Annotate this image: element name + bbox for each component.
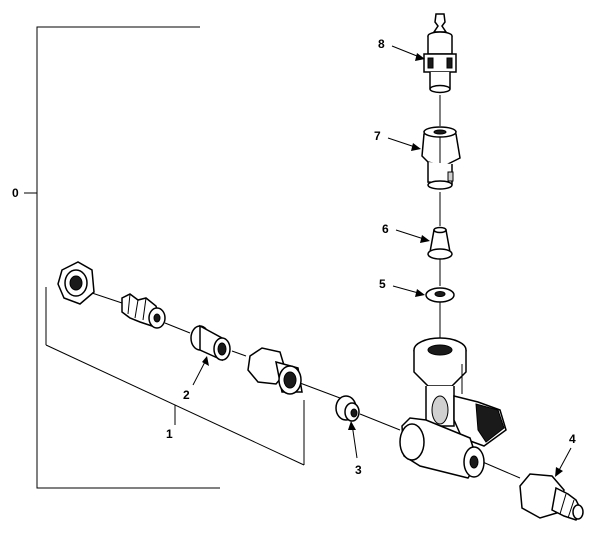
item-1-bracket — [45, 287, 305, 466]
sleeve-insert — [190, 324, 231, 362]
callout-2: 2 — [183, 388, 190, 402]
barbed-nipple — [121, 293, 166, 329]
coupling-body — [247, 347, 303, 395]
callout-4: 4 — [569, 432, 576, 446]
arrow-3 — [348, 421, 358, 459]
arrow-6 — [395, 229, 430, 243]
washer — [425, 287, 455, 303]
arrow-5 — [392, 285, 425, 297]
tee-valve-body — [399, 337, 507, 479]
center-line-horizontal — [91, 292, 521, 479]
tapered-insert — [427, 226, 453, 260]
callout-6: 6 — [382, 222, 389, 236]
hex-nut-left — [57, 261, 95, 305]
assembly-bracket — [24, 26, 220, 489]
ferrule-fitting — [335, 395, 360, 422]
arrow-2 — [192, 356, 209, 386]
callout-7: 7 — [374, 129, 381, 143]
hex-adapter — [421, 126, 461, 190]
arrow-7 — [387, 137, 421, 151]
callout-8: 8 — [378, 37, 385, 51]
callout-3: 3 — [355, 463, 362, 477]
arrow-4 — [555, 447, 572, 477]
hose-barb-connector — [519, 473, 584, 521]
quick-connect-fitting — [423, 13, 457, 94]
callout-1: 1 — [166, 427, 173, 441]
callout-5: 5 — [379, 277, 386, 291]
arrow-8 — [391, 45, 425, 61]
callout-0: 0 — [12, 186, 19, 200]
